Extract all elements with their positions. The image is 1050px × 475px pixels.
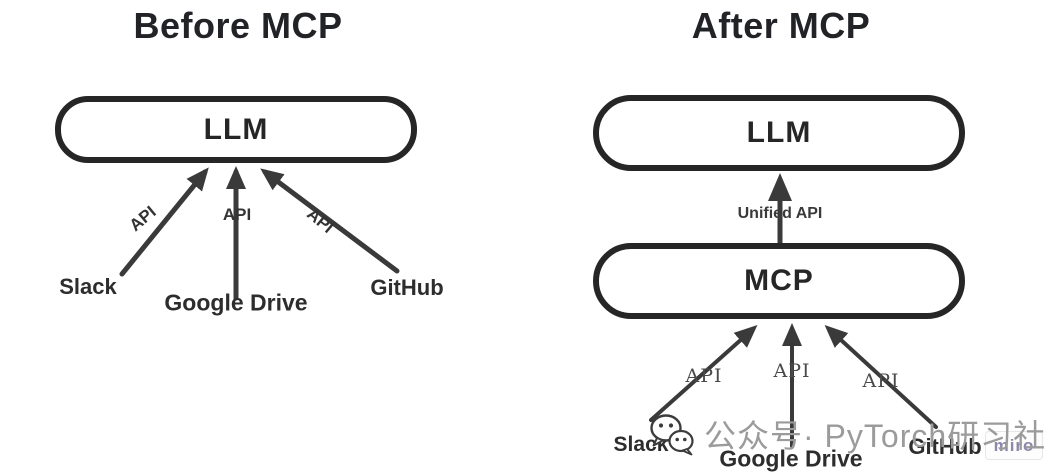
before-mcp-title: Before MCP [133, 5, 343, 46]
api-label-left-2: API [222, 205, 252, 224]
miro-label: miro [993, 435, 1035, 455]
api-label-left-1: API [125, 202, 160, 236]
mcp-box: MCP [593, 243, 965, 319]
before-mcp-title-box: Before MCP [53, 0, 423, 52]
gdrive-label-left: Google Drive [164, 289, 308, 316]
wechat-icon [650, 414, 694, 456]
wechat-watermark: 公众号· PyTorch研习社 [648, 411, 1046, 457]
api-label-left-3: API [303, 204, 338, 238]
github-label-right: GitHub [908, 434, 982, 459]
gdrive-label-right: Google Drive [719, 445, 863, 472]
llm-box-right: LLM [593, 95, 965, 171]
slack-label-left: Slack [59, 274, 117, 299]
miro-watermark-badge: miro [985, 431, 1043, 460]
after-mcp-title: After MCP [691, 5, 871, 46]
llm-label-right: LLM [746, 116, 812, 149]
github-label-left: GitHub [370, 275, 444, 300]
api-label-right-1: API [685, 365, 723, 387]
api-label-right-3: API [862, 370, 900, 392]
watermark-text: 公众号· PyTorch研习社 [704, 418, 1047, 454]
api-label-right-2: API [773, 360, 811, 382]
unified-api-label: Unified API [737, 205, 823, 222]
slack-label-right: Slack [613, 433, 669, 456]
llm-label-left: LLM [203, 112, 269, 146]
llm-box-left: LLM [55, 96, 417, 163]
after-mcp-title-box: After MCP [590, 0, 972, 52]
mcp-label: MCP [744, 264, 814, 297]
